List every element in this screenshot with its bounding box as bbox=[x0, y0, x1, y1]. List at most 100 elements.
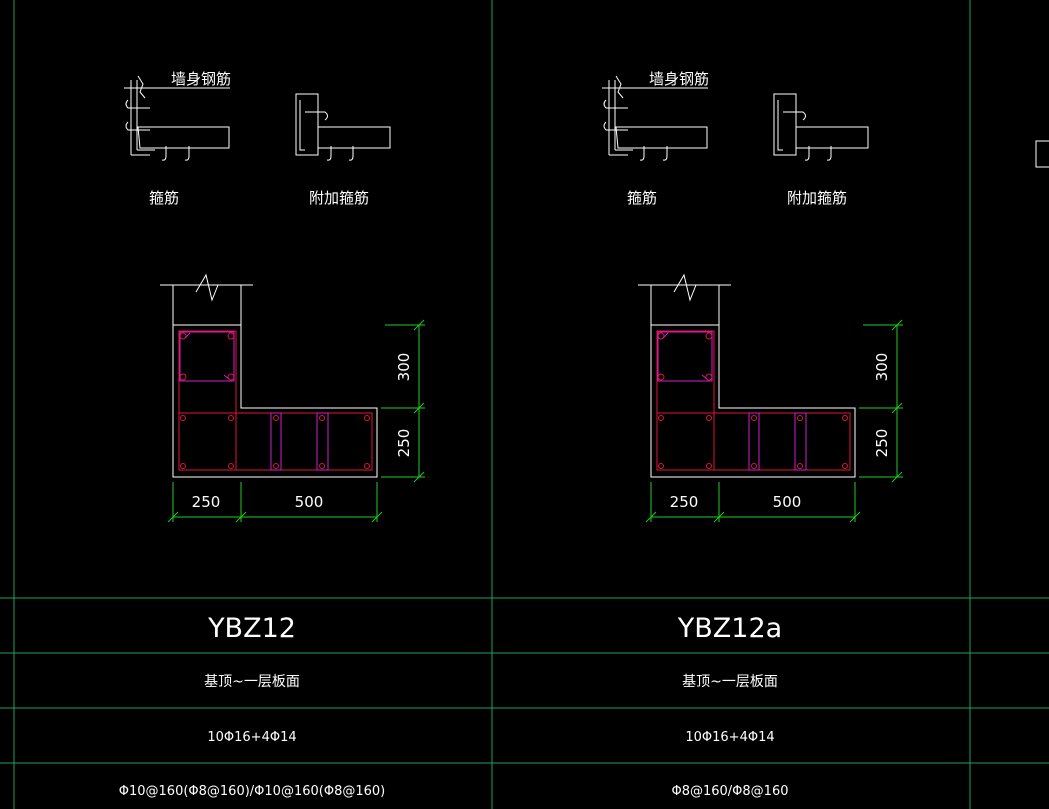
dim-tick bbox=[413, 319, 425, 331]
stirrup-label: 箍筋 bbox=[627, 189, 657, 207]
stirrup-detail bbox=[124, 75, 230, 161]
tie-hook bbox=[662, 332, 669, 339]
dim-horizontal-left: 250 bbox=[192, 493, 221, 511]
tie-flange-1 bbox=[270, 412, 282, 471]
dim-horizontal-right: 500 bbox=[295, 493, 324, 511]
dim-tick bbox=[413, 402, 425, 414]
tie-flange-1 bbox=[748, 412, 760, 471]
rebar-bar bbox=[751, 463, 757, 469]
dim-tick bbox=[891, 319, 903, 331]
elevation-range: 基顶~一层板面 bbox=[204, 673, 300, 690]
dim-vertical-bottom: 250 bbox=[873, 429, 891, 458]
dim-tick bbox=[371, 511, 383, 523]
wall-rebar-label: 墙身钢筋 bbox=[649, 70, 709, 88]
extra-wall-section bbox=[318, 126, 391, 149]
tie-hook bbox=[701, 374, 708, 380]
tie-column bbox=[657, 331, 713, 382]
extra-hook-right bbox=[348, 146, 354, 161]
stirrup-detail bbox=[602, 75, 708, 161]
rebar-bar bbox=[842, 415, 848, 421]
tie-hook bbox=[184, 332, 191, 339]
wall-rebar-label: 墙身钢筋 bbox=[171, 70, 231, 88]
dim-tick bbox=[891, 471, 903, 483]
rebar-bar bbox=[319, 415, 325, 421]
section-break-mark bbox=[195, 273, 219, 302]
tie-flange-2 bbox=[794, 412, 807, 471]
tie-cage bbox=[179, 331, 329, 471]
hook-right bbox=[184, 146, 190, 161]
hook-right bbox=[662, 146, 668, 161]
extra-hook bbox=[783, 111, 806, 121]
column-name: YBZ12a bbox=[677, 613, 782, 644]
stirrup-bottom-legs bbox=[131, 149, 155, 156]
dim-horizontal-right: 500 bbox=[773, 493, 802, 511]
dim-tick bbox=[167, 511, 179, 523]
rebar-bar bbox=[797, 463, 803, 469]
hook-left bbox=[639, 146, 645, 161]
dim-tick bbox=[891, 402, 903, 414]
hook-left bbox=[161, 146, 167, 161]
rebar-bar bbox=[658, 463, 664, 469]
dim-vertical-bottom: 250 bbox=[395, 429, 413, 458]
rebar-bar bbox=[842, 463, 848, 469]
stirrup-label: 箍筋 bbox=[149, 189, 179, 207]
rebar-bar bbox=[319, 463, 325, 469]
rebar-bar bbox=[364, 415, 370, 421]
rebar-bar bbox=[751, 415, 757, 421]
break-mark bbox=[615, 75, 624, 99]
stirrup-spec: Φ8@160/Φ8@160 bbox=[671, 784, 788, 799]
detail-ybz12a: 墙身钢筋 箍筋 附加箍筋 bbox=[602, 70, 903, 799]
rebar-bar bbox=[273, 463, 279, 469]
rebar-bar bbox=[797, 415, 803, 421]
extra-stirrup-frame bbox=[295, 93, 319, 156]
dim-tick bbox=[235, 511, 247, 523]
detail-ybz12: 墙身钢筋 箍筋 附加箍筋 bbox=[119, 70, 425, 799]
extra-hook-left bbox=[804, 146, 810, 161]
rebar-bar bbox=[180, 415, 186, 421]
extra-stirrup-detail bbox=[773, 93, 869, 161]
dim-tick bbox=[713, 511, 725, 523]
longitudinal-bars: 10Φ16+4Φ14 bbox=[207, 730, 296, 745]
hook-top bbox=[125, 99, 150, 109]
rebar-bar bbox=[228, 463, 234, 469]
stirrup-spec: Φ10@160(Φ8@160)/Φ10@160(Φ8@160) bbox=[119, 784, 385, 799]
l-section-outline bbox=[650, 324, 856, 478]
section-break-mark bbox=[673, 273, 697, 302]
break-mark bbox=[137, 75, 146, 99]
wall-section-outline bbox=[615, 126, 708, 149]
l-section bbox=[638, 273, 856, 478]
rebar-bar bbox=[273, 415, 279, 421]
extra-stirrup-label: 附加箍筋 bbox=[309, 189, 369, 207]
rebar-bar bbox=[706, 415, 712, 421]
dim-vertical-top: 300 bbox=[873, 353, 891, 382]
elevation-range: 基顶~一层板面 bbox=[682, 673, 778, 690]
extra-hook-right bbox=[826, 146, 832, 161]
partial-stirrup-detail bbox=[1035, 140, 1049, 168]
longitudinal-bars: 10Φ16+4Φ14 bbox=[685, 730, 774, 745]
column-name: YBZ12 bbox=[207, 613, 296, 644]
tie-flange-2 bbox=[316, 412, 329, 471]
l-section-outline bbox=[172, 324, 378, 478]
wall-section-outline bbox=[137, 126, 230, 149]
dim-tick bbox=[849, 511, 861, 523]
extra-stirrup-label: 附加箍筋 bbox=[787, 189, 847, 207]
dimension-lines bbox=[167, 319, 425, 523]
hook-bottom bbox=[603, 121, 628, 131]
tie-cage bbox=[657, 331, 807, 471]
rebar-bar bbox=[180, 463, 186, 469]
dim-horizontal-left: 250 bbox=[670, 493, 699, 511]
extra-hook-left bbox=[326, 146, 332, 161]
extra-stirrup-inner bbox=[299, 100, 305, 151]
hook-bottom bbox=[125, 121, 150, 131]
hook-top bbox=[603, 99, 628, 109]
dim-tick bbox=[413, 471, 425, 483]
rebar-bar bbox=[364, 463, 370, 469]
stirrup-bottom-legs bbox=[609, 149, 633, 156]
extra-stirrup-inner bbox=[777, 100, 783, 151]
extra-wall-section bbox=[796, 126, 869, 149]
rebar-bar bbox=[228, 415, 234, 421]
dim-tick bbox=[645, 511, 657, 523]
